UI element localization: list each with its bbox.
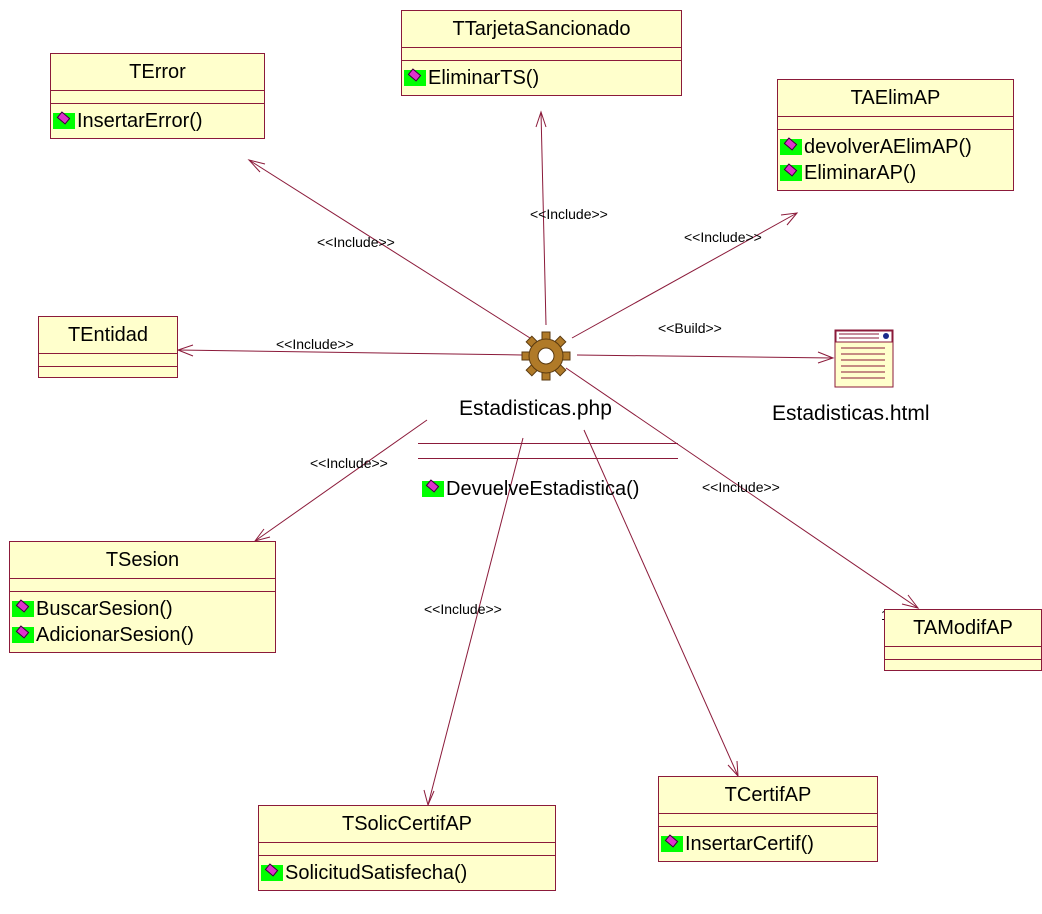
build-dependency xyxy=(576,354,834,359)
operation: devolverAElimAP() xyxy=(780,134,1011,160)
dependency-ttarjeta xyxy=(540,111,547,326)
operation-icon xyxy=(780,139,802,155)
class-tamodifap[interactable]: TAModifAP xyxy=(884,609,1042,671)
operation-icon xyxy=(261,865,283,881)
class-name: TEntidad xyxy=(39,317,177,354)
component-operation: DevuelveEstadistica() xyxy=(422,476,639,502)
operation-label: InsertarError() xyxy=(77,110,203,132)
component-title: Estadisticas.php xyxy=(459,397,612,420)
operation-icon xyxy=(780,165,802,181)
dependency-tamodifap xyxy=(565,367,919,609)
class-attributes xyxy=(885,647,1041,660)
dependency-tsesion xyxy=(254,419,428,542)
class-name: TAModifAP xyxy=(885,610,1041,647)
class-name: TSesion xyxy=(10,542,275,579)
operation: AdicionarSesion() xyxy=(12,622,273,648)
class-taelimap[interactable]: TAElimAP devolverAElimAP() EliminarAP() xyxy=(777,79,1014,191)
dependency-tcertifap xyxy=(583,429,739,777)
class-tsoliccertifap[interactable]: TSolicCertifAP SolicitudSatisfecha() xyxy=(258,805,556,891)
class-tsesion[interactable]: TSesion BuscarSesion() AdicionarSesion() xyxy=(9,541,276,653)
dependency-tentidad xyxy=(177,349,523,356)
arrowhead-tcertifap xyxy=(727,760,739,778)
class-operations: devolverAElimAP() EliminarAP() xyxy=(778,130,1013,190)
class-operations: BuscarSesion() AdicionarSesion() xyxy=(10,592,275,652)
class-name: TAElimAP xyxy=(778,80,1013,117)
dependency-tsoliccertifap xyxy=(427,437,524,806)
operation-icon xyxy=(422,481,444,497)
class-attributes xyxy=(659,814,877,827)
dependency-taelimap xyxy=(571,212,798,339)
operation: EliminarAP() xyxy=(780,160,1011,186)
class-operations: InsertarError() xyxy=(51,104,264,138)
html-page-icon xyxy=(834,329,894,388)
build-label: <<Build>> xyxy=(658,320,722,336)
class-name: TTarjetaSancionado xyxy=(402,11,681,48)
class-name: TCertifAP xyxy=(659,777,877,814)
include-label-tentidad: <<Include>> xyxy=(276,336,354,352)
operation: EliminarTS() xyxy=(404,65,679,91)
operation-label: SolicitudSatisfecha() xyxy=(285,862,468,884)
class-name: TSolicCertifAP xyxy=(259,806,555,843)
operation: InsertarError() xyxy=(53,108,262,134)
include-label-tamodifap: <<Include>> xyxy=(702,479,780,495)
include-label-terror: <<Include>> xyxy=(317,234,395,250)
operation-icon xyxy=(12,601,34,617)
arrowhead-build xyxy=(817,351,835,364)
class-attributes xyxy=(10,579,275,592)
component-separator xyxy=(418,458,678,459)
dependency-terror xyxy=(248,159,531,339)
arrowhead-ttarjeta xyxy=(535,110,547,128)
class-operations: SolicitudSatisfecha() xyxy=(259,856,555,890)
class-tcertifap[interactable]: TCertifAP InsertarCertif() xyxy=(658,776,878,862)
class-operations: InsertarCertif() xyxy=(659,827,877,861)
operation: SolicitudSatisfecha() xyxy=(261,860,553,886)
arrowhead-tsoliccertifap xyxy=(423,789,435,807)
operation: BuscarSesion() xyxy=(12,596,273,622)
arrowhead-terror xyxy=(247,159,266,173)
class-operations xyxy=(39,367,177,377)
component-separator xyxy=(418,443,678,444)
class-tentidad[interactable]: TEntidad xyxy=(38,316,178,378)
arrowhead-taelimap xyxy=(780,212,799,226)
class-name: TError xyxy=(51,54,264,91)
operation-icon xyxy=(12,627,34,643)
include-label-tsesion: <<Include>> xyxy=(310,455,388,471)
class-terror[interactable]: TError InsertarError() xyxy=(50,53,265,139)
operation-label: EliminarTS() xyxy=(428,67,540,89)
class-attributes xyxy=(402,48,681,61)
class-attributes xyxy=(259,843,555,856)
operation-icon xyxy=(404,70,426,86)
operation-label: EliminarAP() xyxy=(804,162,917,184)
gear-icon xyxy=(521,331,571,381)
arrowhead-tentidad xyxy=(176,344,194,357)
include-label-tsoliccertifap: <<Include>> xyxy=(424,601,502,617)
operation-label: devolverAElimAP() xyxy=(804,136,972,158)
operation-icon xyxy=(661,836,683,852)
class-attributes xyxy=(39,354,177,367)
class-ttarjetasancionado[interactable]: TTarjetaSancionado EliminarTS() xyxy=(401,10,682,96)
operation-label: AdicionarSesion() xyxy=(36,624,194,646)
class-attributes xyxy=(778,117,1013,130)
operation: InsertarCertif() xyxy=(661,831,875,857)
class-operations xyxy=(885,660,1041,670)
operation-icon xyxy=(53,113,75,129)
operation-label: InsertarCertif() xyxy=(685,833,814,855)
html-page-title: Estadisticas.html xyxy=(772,402,930,425)
operation-label: DevuelveEstadistica() xyxy=(446,478,640,500)
operation-label: BuscarSesion() xyxy=(36,598,173,620)
include-label-ttarjeta: <<Include>> xyxy=(530,206,608,222)
arrowhead-tamodifap xyxy=(901,594,920,609)
include-label-taelimap: <<Include>> xyxy=(684,229,762,245)
class-operations: EliminarTS() xyxy=(402,61,681,95)
class-attributes xyxy=(51,91,264,104)
